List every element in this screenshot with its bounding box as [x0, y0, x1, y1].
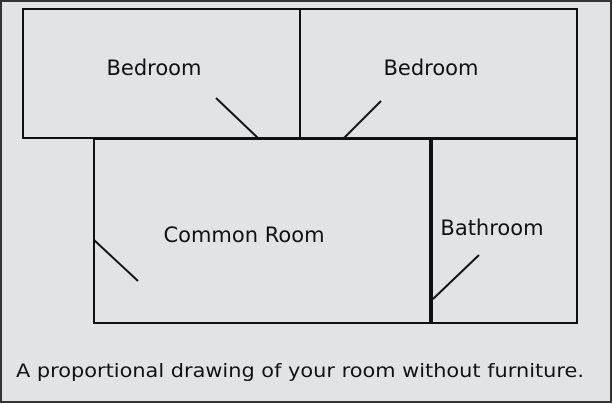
common-room-door — [93, 239, 139, 282]
figure-caption: A proportional drawing of your room with… — [16, 360, 584, 382]
common-room-label: Common Room — [163, 223, 324, 247]
bathroom-door — [432, 254, 480, 300]
bedroom-right-label: Bedroom — [384, 56, 479, 80]
bedroom-left-label: Bedroom — [107, 56, 202, 80]
bathroom-wall — [431, 138, 578, 324]
bedroom-right-door — [342, 100, 382, 140]
bathroom-label: Bathroom — [440, 216, 543, 240]
bedroom-left-door — [215, 97, 260, 140]
common-room-wall — [93, 138, 431, 324]
